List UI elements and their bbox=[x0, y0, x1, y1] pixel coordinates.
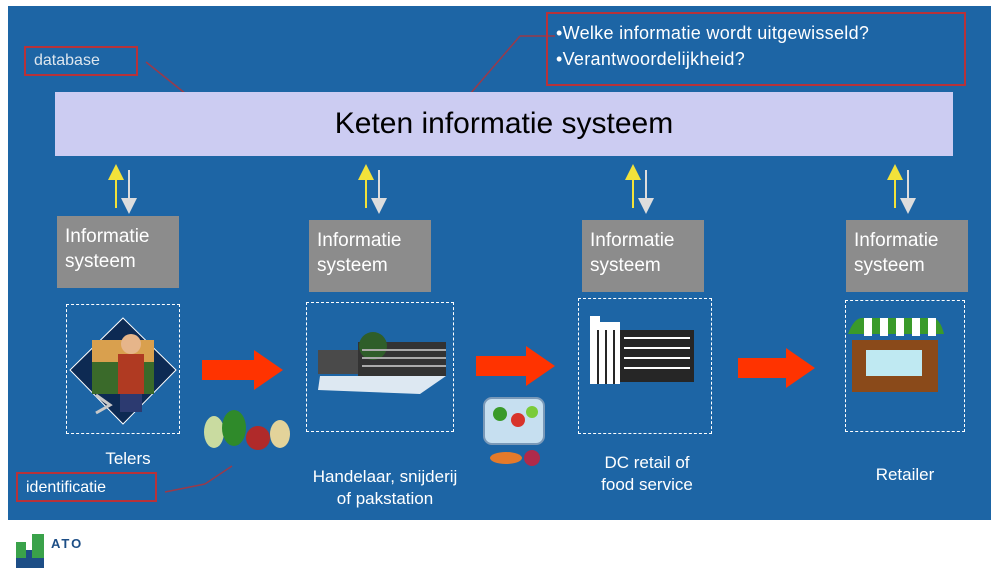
arrow-pair-1 bbox=[108, 164, 137, 214]
stage-frame-handelaar bbox=[306, 302, 454, 432]
database-leader-line bbox=[145, 61, 187, 95]
database-tag-text: database bbox=[34, 52, 100, 69]
salad-bowl-icon bbox=[483, 397, 545, 466]
info-system-box-3: Informatie systeem bbox=[582, 220, 704, 292]
arrow-pair-2 bbox=[358, 164, 387, 214]
flow-arrow-3 bbox=[738, 348, 815, 388]
flow-arrow-icon bbox=[738, 348, 815, 388]
flow-arrow-1 bbox=[202, 350, 283, 390]
question-leader-line bbox=[469, 35, 521, 95]
stage-label-handelaar: Handelaar, snijderij of pakstation bbox=[312, 467, 458, 508]
info-system-box-4: Informatie systeem bbox=[846, 220, 968, 292]
arrow-pair-3 bbox=[625, 164, 654, 214]
arrow-pair-4 bbox=[887, 164, 916, 214]
factory-building-icon bbox=[318, 332, 446, 394]
flow-arrow-2 bbox=[476, 346, 555, 386]
identification-tag: identificatie bbox=[16, 472, 157, 502]
database-tag: database bbox=[24, 46, 138, 76]
stage-label-dc: DC retail of food service bbox=[601, 453, 693, 494]
ato-logo bbox=[16, 534, 44, 568]
stage-frame-dc bbox=[578, 298, 712, 434]
question-exchange: •Welke informatie wordt uitgewisseld? bbox=[556, 23, 870, 43]
identification-tag-text: identificatie bbox=[26, 479, 107, 496]
identification-leader-line bbox=[164, 483, 206, 493]
chain-information-system-bar: Keten informatie systeem bbox=[55, 92, 953, 156]
stage-label-telers: Telers bbox=[105, 449, 151, 468]
stage-frame-telers bbox=[66, 304, 180, 434]
shop-icon bbox=[848, 318, 944, 392]
vegetables-icon bbox=[204, 410, 290, 450]
stage-frame-retailer bbox=[845, 300, 965, 432]
flow-arrow-icon bbox=[476, 346, 555, 386]
question-responsibility: •Verantwoordelijkheid? bbox=[556, 49, 746, 69]
office-building-icon bbox=[590, 316, 694, 384]
flow-arrow-icon bbox=[202, 350, 283, 390]
stage-label-retailer: Retailer bbox=[875, 465, 935, 484]
ato-logo-text: ATO bbox=[51, 536, 84, 551]
info-system-box-1: Informatie systeem bbox=[57, 216, 179, 288]
questions-box: •Welke informatie wordt uitgewisseld? •V… bbox=[546, 12, 966, 86]
info-system-box-2: Informatie systeem bbox=[309, 220, 431, 292]
chain-system-title: Keten informatie systeem bbox=[334, 107, 674, 140]
farmer-icon bbox=[69, 317, 177, 425]
